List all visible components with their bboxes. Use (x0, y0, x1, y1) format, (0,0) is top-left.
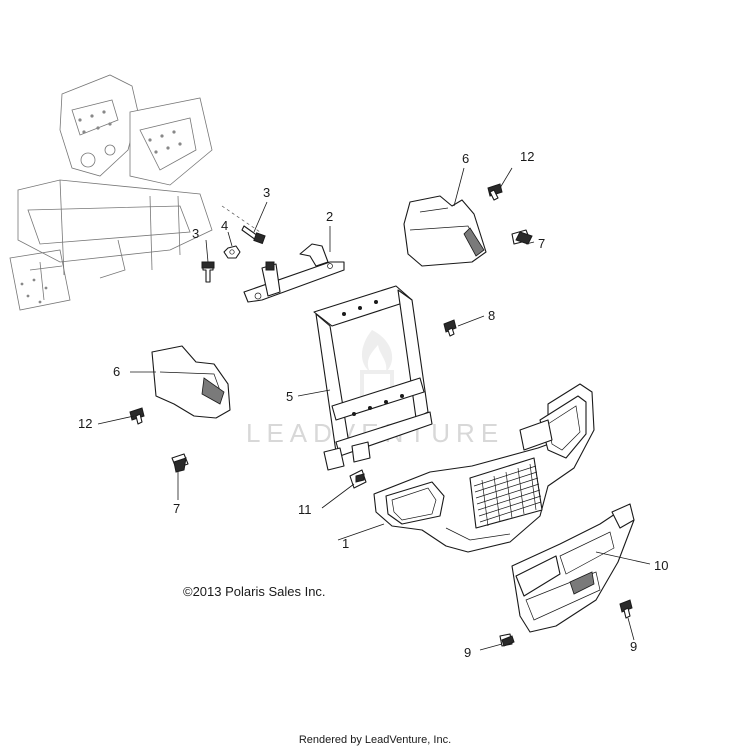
callout-12-upper: 12 (520, 149, 534, 164)
callout-9-left: 9 (464, 645, 471, 660)
callout-1: 1 (342, 536, 349, 551)
callout-5: 5 (286, 389, 293, 404)
frame-chassis (9, 74, 213, 311)
part-10-lower-valance (511, 503, 635, 633)
callout-12-lower: 12 (78, 416, 92, 431)
leader-lines (97, 167, 651, 651)
callout-9-right: 9 (630, 639, 637, 654)
callout-7-lower: 7 (173, 501, 180, 516)
callout-7-upper: 7 (538, 236, 545, 251)
part-5-radiator-support (313, 285, 433, 471)
part-11-clip (349, 469, 367, 489)
callout-6-lower: 6 (113, 364, 120, 379)
callout-2: 2 (326, 209, 333, 224)
part-8-rivet (443, 319, 457, 337)
part-2-bracket (243, 243, 345, 303)
callout-3-right: 3 (263, 185, 270, 200)
part-9-fastener-right (619, 599, 633, 619)
part-3-bolt-right (241, 225, 266, 245)
callout-3-left: 3 (192, 226, 199, 241)
part-12-rivet-upper (487, 183, 503, 201)
part-6-closeout-upper (403, 195, 487, 267)
part-12-rivet-lower (129, 407, 145, 425)
part-7-fastener-upper (511, 229, 533, 245)
footer-credit: Rendered by LeadVenture, Inc. (298, 734, 452, 746)
part-3-bolt-left (201, 261, 215, 283)
part-6-closeout-lower (151, 345, 231, 419)
bolt-path-line (221, 205, 261, 233)
callout-8: 8 (488, 308, 495, 323)
callouts: 1 2 3 3 4 5 6 6 7 7 8 9 9 10 11 12 12 (78, 149, 668, 660)
callout-11: 11 (298, 502, 312, 517)
part-4-nut (223, 245, 241, 259)
part-7-fastener-lower (171, 453, 189, 473)
part-9-fastener-left (499, 633, 515, 647)
callout-10: 10 (654, 558, 668, 573)
part-1-front-fascia (373, 383, 595, 553)
callout-6-upper: 6 (462, 151, 469, 166)
callout-4: 4 (221, 218, 228, 233)
copyright-notice: ©2013 Polaris Sales Inc. (183, 584, 326, 599)
